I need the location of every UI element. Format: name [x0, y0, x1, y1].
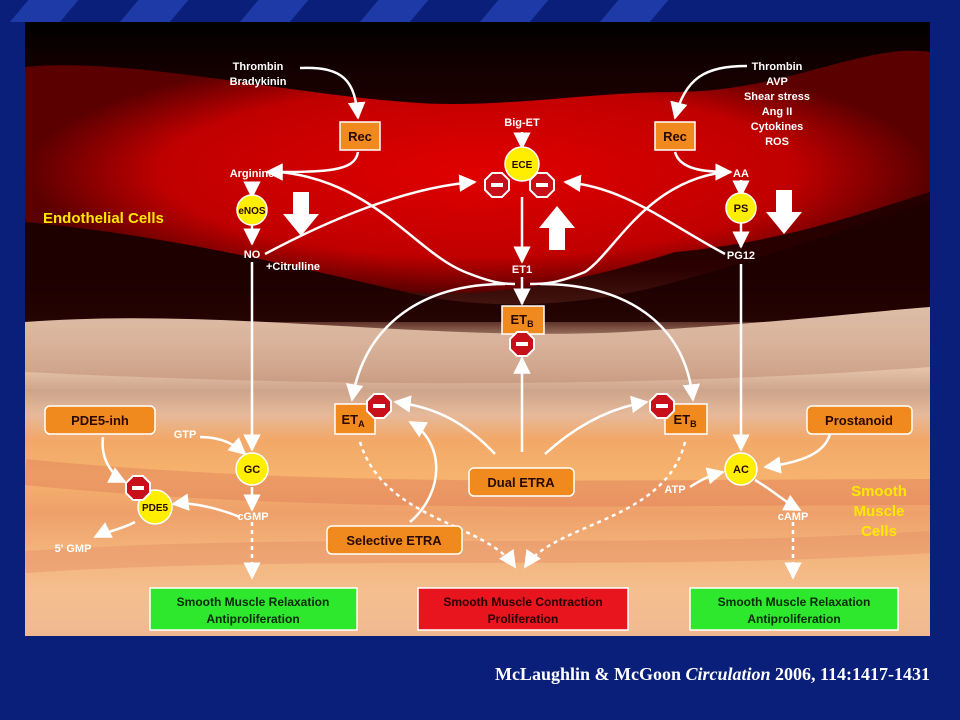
outcome-relaxation-right: Smooth Muscle Relaxation Antiproliferati…: [689, 587, 899, 631]
smooth-muscle-label-2: Muscle: [854, 503, 905, 520]
et1-increase-arrow: [539, 206, 575, 250]
svg-text:Smooth Muscle Relaxation: Smooth Muscle Relaxation: [177, 595, 330, 609]
input-right-ang-ii: Ang II: [762, 106, 793, 118]
selective-etra-box: Selective ETRA: [326, 525, 463, 555]
inhibitor-icon: [529, 172, 555, 198]
rec-right-box: Rec: [654, 121, 696, 151]
arrow-no-to-ece: [264, 174, 477, 256]
svg-text:Prostanoid: Prostanoid: [825, 413, 893, 428]
svg-text:ETB: ETB: [510, 312, 534, 329]
ps-circle: PS: [725, 192, 757, 224]
rec-left-box: Rec: [339, 121, 381, 151]
svg-text:GC: GC: [244, 464, 261, 476]
citation-authors: McLaughlin & McGoon: [494, 664, 686, 684]
svg-text:Antiproliferation: Antiproliferation: [206, 612, 299, 626]
svg-text:Rec: Rec: [348, 129, 372, 144]
outcome-contraction-center: Smooth Muscle Contraction Proliferation: [417, 587, 629, 631]
no-label: NO: [244, 249, 261, 261]
gtp-label: GTP: [174, 429, 197, 441]
inhibitor-icon: [649, 393, 675, 419]
arrow-pde5inh-to-pde5: [101, 436, 127, 484]
arrow-dual-to-eta: [393, 395, 496, 455]
svg-text:Selective ETRA: Selective ETRA: [346, 533, 442, 548]
arrow-pde5-to-5gmp: [93, 520, 136, 539]
outcome-relaxation-left: Smooth Muscle Relaxation Antiproliferati…: [149, 587, 358, 631]
svg-text:PDE5-inh: PDE5-inh: [71, 413, 129, 428]
svg-text:PDE5: PDE5: [142, 503, 169, 514]
citation-journal: Circulation: [685, 664, 771, 684]
no-decrease-arrow: [283, 192, 319, 236]
citation: McLaughlin & McGoon Circulation 2006, 11…: [495, 664, 930, 685]
atp-label: ATP: [664, 484, 685, 496]
svg-text:Dual ETRA: Dual ETRA: [487, 475, 555, 490]
arrow-pg12-to-ece: [563, 174, 726, 256]
arrow-gtp-to-gc: [199, 435, 247, 456]
inhibitor-icon: [484, 172, 510, 198]
et1-label: ET1: [512, 264, 532, 276]
svg-text:ECE: ECE: [512, 160, 533, 171]
inhibitor-icon: [125, 475, 151, 501]
svg-text:PS: PS: [734, 203, 749, 215]
pg12-label: PG12: [727, 250, 755, 262]
svg-text:ETB: ETB: [673, 412, 697, 429]
input-left-thrombin: Thrombin: [233, 61, 284, 73]
pathway-diagram-panel: Endothelial Cells Smooth Muscle Cells Th…: [25, 22, 930, 636]
header-stripes: [0, 0, 960, 22]
input-right-cytokines: Cytokines: [751, 121, 804, 133]
muscle-stripe-2: [25, 531, 930, 573]
pde5-inh-box: PDE5-inh: [44, 405, 156, 435]
ac-circle: AC: [724, 452, 758, 486]
input-left-bradykinin: Bradykinin: [230, 76, 287, 88]
arrow-prostanoid-to-ac: [763, 433, 832, 474]
endothelial-cells-label: Endothelial Cells: [43, 210, 164, 227]
arrow-thrombin-right-to-rec: [670, 64, 748, 120]
etb-top-box: ETB: [501, 305, 545, 335]
inhibitor-icon: [509, 331, 535, 357]
arrow-et1-to-eta: [345, 282, 506, 402]
arrow-eta-to-contraction: [358, 441, 517, 569]
camp-label: cAMP: [778, 511, 809, 523]
svg-text:Proliferation: Proliferation: [488, 612, 559, 626]
arrow-et1-to-etb: [539, 282, 701, 402]
svg-text:Smooth Muscle Relaxation: Smooth Muscle Relaxation: [718, 595, 871, 609]
enos-circle: eNOS: [236, 194, 268, 226]
dashed-arrows: [243, 441, 802, 580]
arrow-selective-to-eta: [408, 420, 438, 523]
arrow-ac-to-camp: [754, 478, 802, 512]
gc-circle: GC: [235, 452, 269, 486]
gmp5-label: 5' GMP: [55, 543, 92, 555]
svg-text:Rec: Rec: [663, 129, 687, 144]
citation-reference: 2006, 114:1417-1431: [770, 664, 930, 684]
input-right-shear-stress: Shear stress: [744, 91, 810, 103]
input-right-avp: AVP: [766, 76, 788, 88]
ece-circle: ECE: [504, 146, 540, 182]
citrulline-label: +Citrulline: [266, 261, 320, 273]
prostanoid-box: Prostanoid: [806, 405, 913, 435]
cgmp-label: cGMP: [237, 511, 268, 523]
svg-text:AC: AC: [733, 464, 749, 476]
arrow-cgmp-to-pde5: [171, 493, 241, 519]
pde5-circle: PDE5: [137, 489, 173, 525]
pg12-decrease-arrow: [766, 190, 802, 234]
dual-etra-box: Dual ETRA: [468, 467, 575, 497]
svg-text:Smooth Muscle Contraction: Smooth Muscle Contraction: [443, 595, 602, 609]
input-right-thrombin: Thrombin: [752, 61, 803, 73]
aa-label: AA: [733, 168, 749, 180]
smooth-muscle-label-3: Cells: [861, 523, 897, 540]
svg-text:ETA: ETA: [341, 412, 365, 429]
svg-text:Antiproliferation: Antiproliferation: [747, 612, 840, 626]
smooth-muscle-label-1: Smooth: [851, 483, 907, 500]
big-et-label: Big-ET: [504, 117, 540, 129]
pathway-arrows: [93, 64, 832, 539]
arrow-arginine-to-eta: [279, 170, 516, 286]
arrow-thrombin-left-to-rec: [299, 66, 366, 120]
arginine-label: Arginine: [230, 168, 275, 180]
input-right-ros: ROS: [765, 136, 789, 148]
inhibitor-icon: [366, 393, 392, 419]
arrow-dual-to-etb: [544, 395, 649, 455]
arrow-atp-to-ac: [689, 467, 725, 489]
svg-text:eNOS: eNOS: [238, 206, 266, 217]
